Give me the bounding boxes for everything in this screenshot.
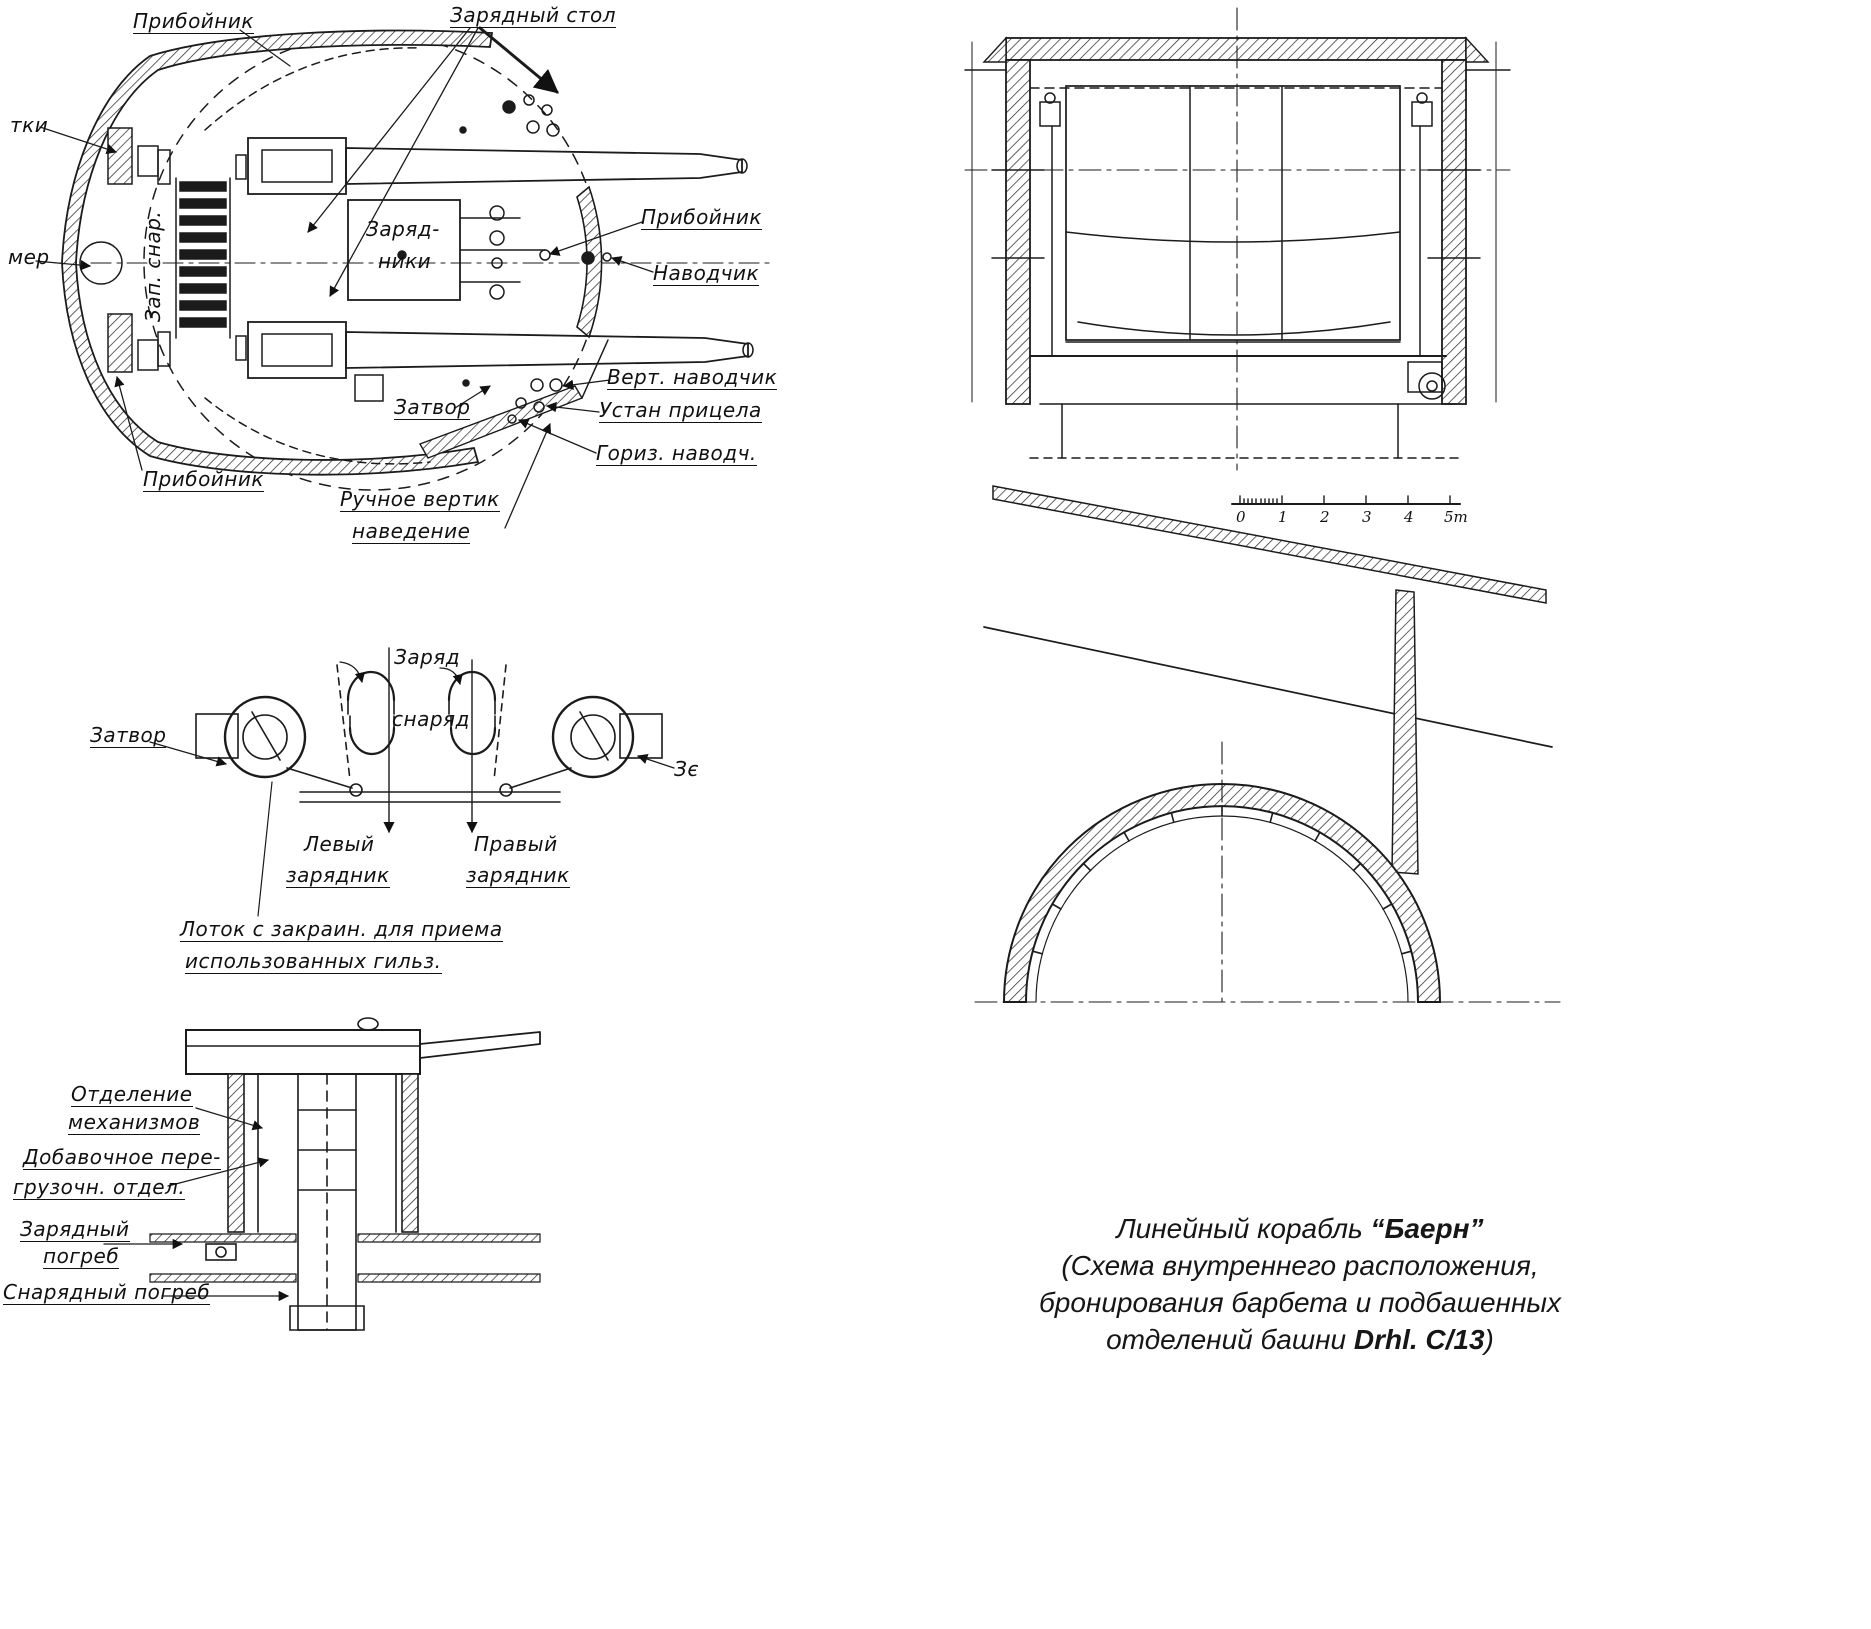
label-extra-handling-2: грузочн. отдел. xyxy=(13,1175,186,1200)
label-tray-note-2: использованных гильз. xyxy=(185,949,442,974)
label-extra-handling-1: Добавочное пере- xyxy=(23,1145,221,1170)
loader-diagram xyxy=(149,647,675,917)
label-loaders-1: Заряд- xyxy=(366,217,440,241)
label-edge-tki: тки xyxy=(10,113,49,137)
label-right-loader-2: зарядник xyxy=(466,863,570,888)
section-view-drawing xyxy=(103,1017,541,1331)
label-breech-right: Зє xyxy=(674,757,699,781)
caption-line-2: (Схема внутреннего расположения, xyxy=(1061,1250,1539,1281)
caption-line-3: бронирования барбета и подбашенных xyxy=(1039,1287,1561,1318)
label-loaders-2: ники xyxy=(378,249,432,273)
label-vert-gunner: Верт. наводчик xyxy=(607,365,778,390)
scale-tick-5: 5m xyxy=(1444,508,1468,526)
label-charge-magazine-1: Зарядный xyxy=(20,1217,130,1242)
label-shell: снаряд xyxy=(392,707,470,731)
label-machinery-2: механизмов xyxy=(68,1110,201,1135)
label-rammer-bottom: Прибойник xyxy=(143,467,264,492)
label-gunner: Наводчик xyxy=(653,261,760,286)
scale-tick-3: 3 xyxy=(1362,508,1372,526)
label-left-loader-1: Левый xyxy=(304,832,375,856)
label-rammer-right: Прибойник xyxy=(641,205,762,230)
caption-line-1: Линейный корабль “Баерн” xyxy=(990,1210,1610,1247)
label-horiz-gunner: Гориз. наводч. xyxy=(596,441,757,466)
label-tray-note-1: Лоток с закраин. для приема xyxy=(180,917,503,942)
label-rammer-top: Прибойник xyxy=(133,9,254,34)
label-manual-elev-2: наведение xyxy=(352,519,471,544)
label-edge-mer: мер xyxy=(8,245,50,269)
scale-tick-2: 2 xyxy=(1320,508,1330,526)
label-charge-magazine-2: погреб xyxy=(43,1244,120,1269)
caption-line4-text: отделений башни xyxy=(1106,1324,1354,1355)
label-sight-setter: Устан прицела xyxy=(599,398,762,423)
caption-ship-name: “Баерн” xyxy=(1370,1213,1484,1244)
caption-turret-designation: Drhl. C/13 xyxy=(1353,1324,1485,1355)
label-charge: Заряд xyxy=(394,645,461,669)
caption-line4-close: ) xyxy=(1484,1324,1494,1355)
plan-view-drawing xyxy=(35,26,776,529)
caption: Линейный корабль “Баерн” (Схема внутренн… xyxy=(990,1210,1610,1358)
label-spare-shells: Зап. снар. xyxy=(141,210,165,322)
label-breech-plan: Затвор xyxy=(394,395,471,420)
scale-tick-4: 4 xyxy=(1404,508,1414,526)
label-loading-table: Зарядный стол xyxy=(450,3,617,28)
caption-title-text: Линейный корабль xyxy=(1116,1213,1371,1244)
label-machinery-1: Отделение xyxy=(71,1082,193,1107)
turret-section-drawing xyxy=(964,7,1511,471)
caption-line-4: отделений башни Drhl. C/13) xyxy=(990,1321,1610,1358)
label-breech-left: Затвор xyxy=(90,723,167,748)
label-shell-magazine: Снарядный погреб xyxy=(3,1280,211,1305)
label-left-loader-2: зарядник xyxy=(286,863,390,888)
barbette-section-drawing xyxy=(974,485,1561,1009)
label-manual-elev-1: Ручное вертик xyxy=(340,487,500,512)
scale-tick-0: 0 xyxy=(1236,508,1246,526)
scale-tick-1: 1 xyxy=(1278,508,1288,526)
scale-bar-drawing xyxy=(1231,495,1461,505)
label-right-loader-1: Правый xyxy=(474,832,558,856)
